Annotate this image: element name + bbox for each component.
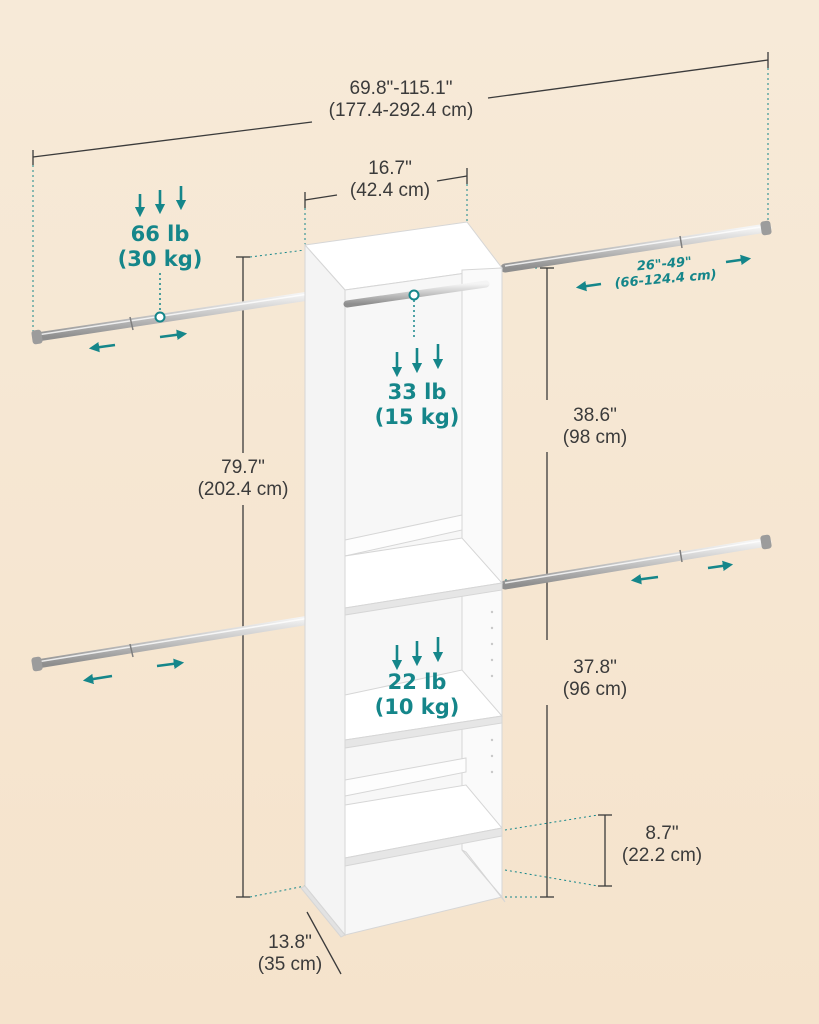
load-arrows-side-rod <box>134 186 187 218</box>
load-points <box>154 273 420 340</box>
total-width-line <box>32 121 313 158</box>
depth-label: 13.8" (35 cm) <box>257 932 323 975</box>
tower-width-label: 16.7" (42.4 cm) <box>349 158 431 201</box>
tower-width-line <box>436 175 468 182</box>
bottom-gap-label: 8.7" (22.2 cm) <box>621 823 703 866</box>
upper-rod-height-label: 38.6" (98 cm) <box>562 405 628 448</box>
tower-width-line <box>304 194 338 201</box>
upper-right-rod <box>500 220 772 273</box>
extension-arrows <box>82 254 752 685</box>
total-width-line <box>487 59 769 99</box>
load-arrows-center-rod <box>391 344 444 378</box>
center-rod-load-label: 33 lb (15 kg) <box>374 380 460 429</box>
left-side-panel <box>304 243 346 937</box>
total-width-label: 69.8"-115.1" (177.4-292.4 cm) <box>328 78 474 121</box>
lower-left-rod <box>31 610 329 672</box>
closet-tower <box>300 221 506 938</box>
dimension-lines <box>32 52 769 975</box>
load-arrows-shelf <box>391 637 444 671</box>
lower-right-rod <box>500 534 772 590</box>
side-rod-load-label: 66 lb (30 kg) <box>117 222 203 271</box>
upper-left-rod <box>31 286 329 345</box>
depth-line <box>306 911 342 975</box>
total-height-label: 79.7" (202.4 cm) <box>197 457 289 500</box>
lower-rod-height-label: 37.8" (96 cm) <box>562 657 628 700</box>
shelf-load-label: 22 lb (10 kg) <box>374 670 460 719</box>
